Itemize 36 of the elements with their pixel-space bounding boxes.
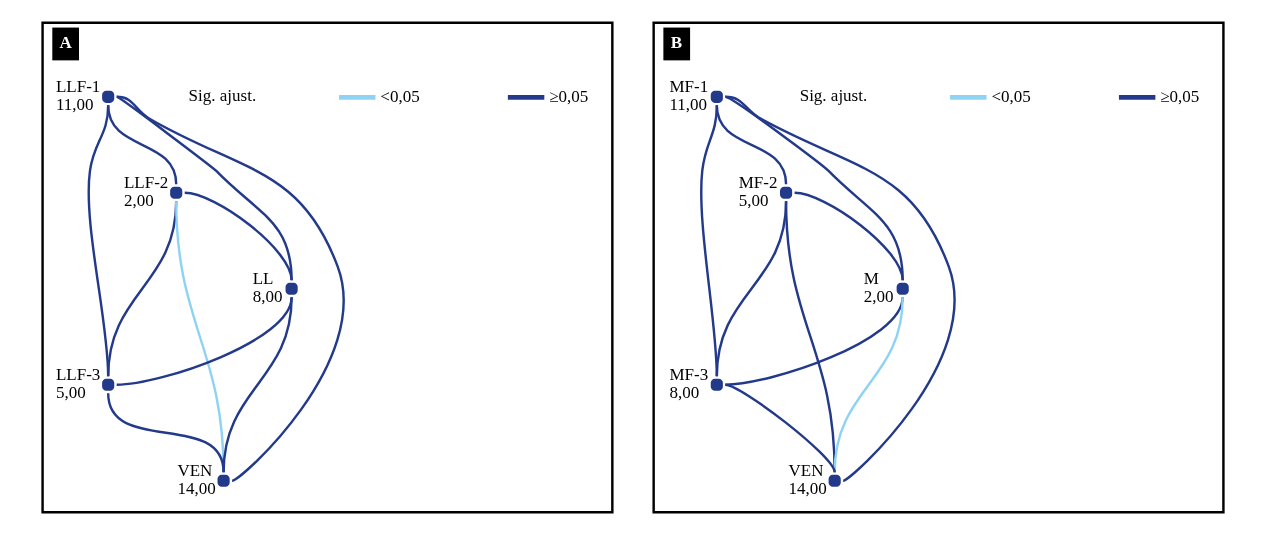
node-label: LLF-1 (55, 77, 101, 97)
node-label: 2,00 (123, 191, 154, 211)
connector (833, 297, 904, 473)
node-label: 5,00 (738, 191, 769, 211)
node-label: MF-2 (738, 173, 778, 193)
node-label: M (863, 269, 879, 289)
legend-label: <0,05 (991, 86, 1031, 106)
node-label: MF-1 (669, 77, 709, 97)
node-label: 5,00 (55, 383, 86, 403)
connector (700, 105, 719, 377)
node-label: LLF-3 (55, 365, 101, 385)
node-label: MF-3 (669, 365, 709, 385)
connector (106, 105, 178, 185)
node-label: 11,00 (669, 95, 708, 115)
node-label: 8,00 (252, 287, 283, 307)
node-label: 14,00 (177, 479, 216, 499)
connector (724, 95, 904, 281)
node-label: 2,00 (863, 287, 894, 307)
connector (107, 393, 225, 473)
node-label: 11,00 (55, 95, 94, 115)
legend-label: ≥0,05 (1160, 86, 1200, 106)
node-label: VEN (788, 461, 824, 481)
node-label: 14,00 (788, 479, 827, 499)
node-label: LL (252, 269, 274, 289)
connector (87, 105, 110, 377)
node-label: VEN (177, 461, 213, 481)
node-label: 8,00 (669, 383, 700, 403)
connector (725, 95, 956, 482)
connector (116, 95, 345, 482)
label: Sig. ajust. (188, 86, 257, 106)
label: Sig. ajust. (799, 86, 868, 106)
connector (725, 383, 836, 473)
connector (116, 95, 293, 281)
node-label: LLF-2 (123, 173, 169, 193)
legend-label: <0,05 (380, 86, 420, 106)
legend-label: ≥0,05 (549, 86, 589, 106)
